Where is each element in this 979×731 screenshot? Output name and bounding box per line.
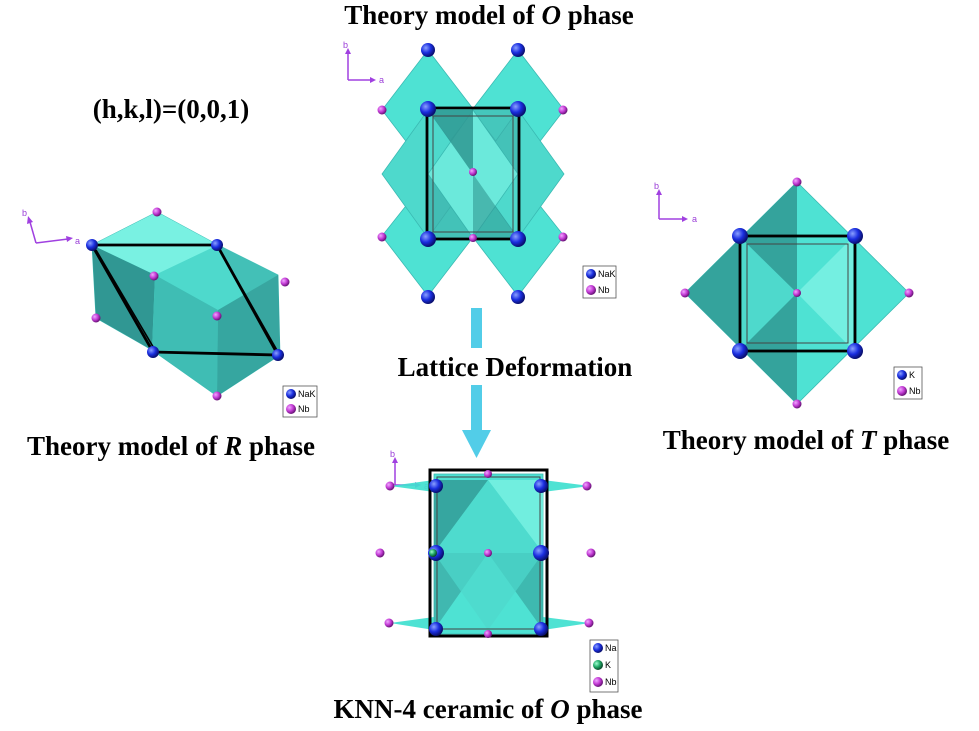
knn-legend-k-label: K bbox=[605, 660, 611, 670]
knn-title: KNN-4 ceramic of O phase bbox=[334, 694, 643, 724]
knn-legend-nb-label: Nb bbox=[605, 677, 617, 687]
knn-phase-crystal-model: b a bbox=[375, 449, 619, 693]
t-phase-legend: K Nb bbox=[893, 366, 923, 400]
o-phase-legend: NaK Nb bbox=[582, 265, 617, 299]
r-phase-axis-indicator: b a bbox=[22, 208, 80, 246]
t-legend-nb-label: Nb bbox=[909, 386, 921, 396]
r-legend-cation-label: NaK bbox=[298, 389, 316, 399]
o-axis-b-label: b bbox=[343, 40, 348, 50]
o-phase-atoms bbox=[377, 43, 568, 304]
t-phase-crystal-model: b a K Nb bbox=[654, 177, 923, 409]
o-model-title: Theory model of O phase bbox=[344, 0, 634, 30]
o-axis-a-label: a bbox=[379, 75, 384, 85]
r-phase-legend: NaK Nb bbox=[282, 385, 318, 418]
t-phase-atoms bbox=[680, 177, 914, 409]
t-axis-b-label: b bbox=[654, 181, 659, 191]
r-legend-nb-label: Nb bbox=[298, 404, 310, 414]
t-legend-k-label: K bbox=[909, 370, 915, 380]
o-phase-crystal-model: b a bbox=[343, 40, 617, 304]
t-axis-a-label: a bbox=[692, 214, 697, 224]
transition-label: Lattice Deformation bbox=[398, 352, 633, 382]
knn-legend-na-label: Na bbox=[605, 643, 617, 653]
r-axis-a-label: a bbox=[75, 236, 80, 246]
r-phase-atoms bbox=[86, 207, 290, 401]
knn-phase-legend: Na K Nb bbox=[589, 639, 619, 693]
o-legend-nb-label: Nb bbox=[598, 285, 610, 295]
knn-phase-atoms bbox=[375, 470, 596, 638]
t-phase-axis-indicator: b a bbox=[654, 181, 697, 224]
r-axis-b-label: b bbox=[22, 208, 27, 218]
r-phase-crystal-model: b a NaK bbox=[22, 207, 318, 418]
r-model-title: Theory model of R phase bbox=[27, 431, 315, 461]
o-phase-axis-indicator: b a bbox=[343, 40, 384, 85]
miller-index-label: (h,k,l)=(0,0,1) bbox=[93, 94, 249, 124]
knn-axis-b-label: b bbox=[390, 449, 395, 459]
lattice-deformation-arrow bbox=[462, 308, 491, 458]
o-legend-cation-label: NaK bbox=[598, 269, 616, 279]
t-model-title: Theory model of T phase bbox=[663, 425, 950, 455]
